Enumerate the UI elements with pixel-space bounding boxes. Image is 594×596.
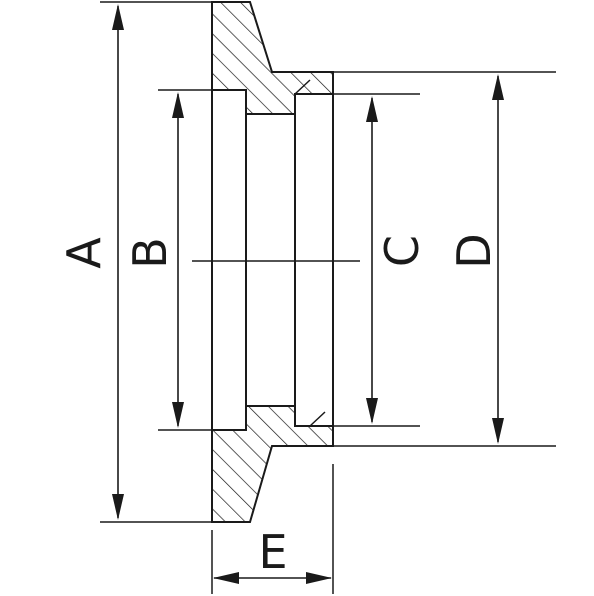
face-bore: [211, 89, 247, 431]
dimension-b: B: [123, 92, 184, 428]
dimension-a: A: [57, 4, 124, 520]
label-d: D: [447, 233, 501, 268]
extension-lines: [100, 1, 556, 594]
label-e: E: [258, 525, 287, 579]
tube-bore: [294, 93, 334, 427]
dimension-d: D: [447, 74, 504, 444]
label-a: A: [57, 237, 111, 269]
label-b: B: [123, 237, 177, 269]
flange-body: [211, 1, 334, 523]
dimension-c: C: [366, 96, 429, 424]
chamfer-top: [294, 79, 311, 95]
dimension-e: E: [213, 525, 332, 584]
inner-bore: [245, 113, 296, 407]
label-c: C: [375, 235, 429, 267]
chamfer-bottom: [309, 411, 326, 427]
